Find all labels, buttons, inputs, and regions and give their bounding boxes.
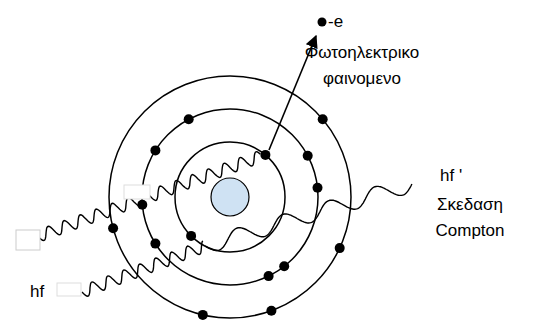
outer-orbit <box>109 76 351 318</box>
electron <box>150 145 160 155</box>
electron <box>150 239 160 249</box>
nucleus <box>211 178 249 216</box>
photon-wave <box>22 152 260 247</box>
electron <box>303 151 313 161</box>
electron <box>318 114 328 124</box>
photons <box>22 152 412 297</box>
electron <box>266 306 276 316</box>
middle-orbit <box>142 109 318 285</box>
photon-label: hf ' <box>440 163 490 189</box>
photon-wave <box>82 241 203 297</box>
electron <box>184 114 194 124</box>
electron <box>108 223 118 233</box>
effect-label: Φωτοηλεκτρικο φαινομενο <box>282 40 442 92</box>
electron <box>279 261 289 271</box>
free-electron <box>318 18 327 27</box>
electron <box>186 231 196 241</box>
blank-box <box>16 230 40 250</box>
electron <box>260 150 270 160</box>
photon-label: hf <box>30 279 56 305</box>
electron <box>264 271 274 281</box>
electron <box>313 183 323 193</box>
electron <box>198 310 208 320</box>
photon-wave <box>205 184 412 251</box>
electron-label: -e <box>328 9 368 35</box>
electron <box>335 243 345 253</box>
blank-box <box>124 185 150 199</box>
blank-box <box>57 283 81 296</box>
electrons <box>108 114 345 320</box>
effect-label: Σκεδαση Compton <box>420 192 520 244</box>
